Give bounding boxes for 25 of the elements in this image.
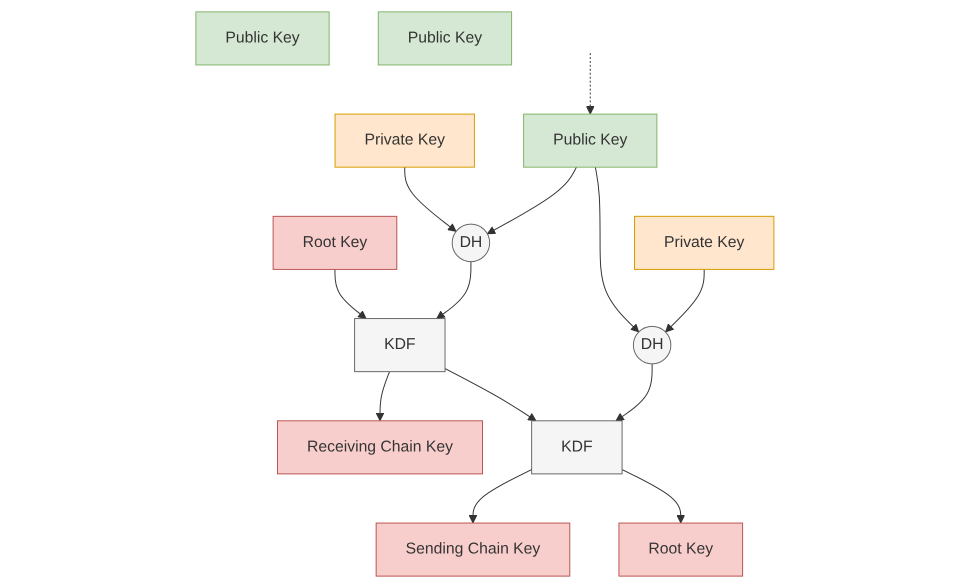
node-box: KDF bbox=[530, 420, 622, 474]
arrow bbox=[621, 469, 685, 524]
arrow bbox=[404, 166, 456, 232]
node-circle: DH bbox=[632, 326, 671, 364]
node-box: Root Key bbox=[272, 216, 397, 270]
arrow bbox=[594, 166, 639, 332]
arrow bbox=[664, 268, 704, 332]
node-circle: DH bbox=[451, 224, 490, 262]
arrow bbox=[334, 268, 366, 319]
node-box: Public Key bbox=[195, 11, 330, 66]
node-box: Receiving Chain Key bbox=[276, 420, 483, 474]
arrow bbox=[586, 52, 594, 114]
arrow bbox=[444, 368, 536, 422]
node-box: Public Key bbox=[522, 114, 657, 168]
node-box: Private Key bbox=[334, 114, 475, 168]
node-box: Private Key bbox=[634, 216, 774, 270]
node-box: KDF bbox=[354, 318, 446, 372]
arrow bbox=[468, 469, 532, 524]
node-box: Sending Chain Key bbox=[375, 522, 570, 577]
arrow bbox=[615, 363, 652, 422]
arrow bbox=[436, 261, 472, 319]
node-box: Root Key bbox=[618, 522, 743, 577]
arrow bbox=[375, 371, 390, 422]
node-box: Public Key bbox=[377, 11, 512, 66]
arrow bbox=[486, 166, 577, 234]
